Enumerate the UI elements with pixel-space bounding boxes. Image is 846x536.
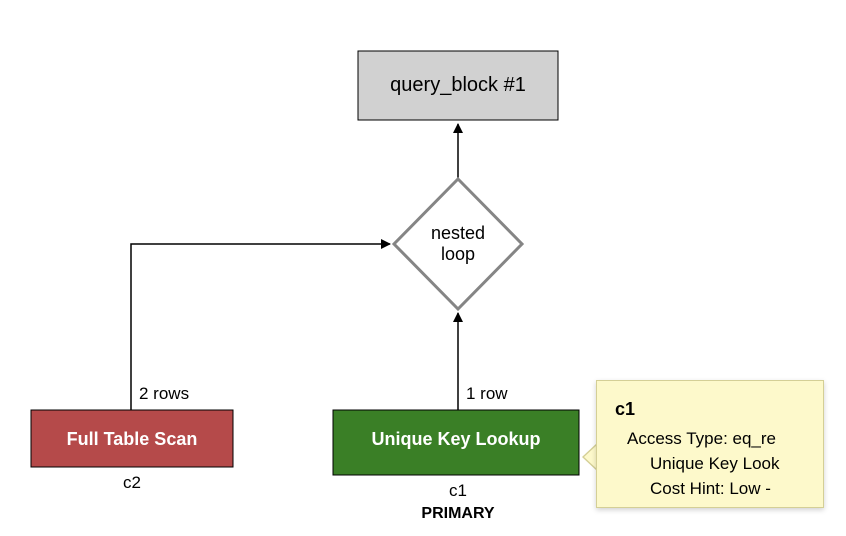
node-details-tooltip: c1 Access Type: eq_re Unique Key Look Co… xyxy=(596,380,824,508)
nested-loop-node[interactable]: nested loop xyxy=(391,176,525,312)
query-block-label: query_block #1 xyxy=(390,74,526,96)
nested-loop-label-line2: loop xyxy=(441,244,475,264)
tooltip-title: c1 xyxy=(615,399,636,419)
unique-key-lookup-key-name: PRIMARY xyxy=(421,505,495,522)
tooltip-key-info: Unique Key Look xyxy=(650,454,780,473)
lookup-to-loop-edge-label: 1 row xyxy=(466,384,508,403)
full-table-scan-table-name: c2 xyxy=(123,473,141,492)
tooltip-access-type: Access Type: eq_re xyxy=(627,429,776,448)
scan-to-loop-edge xyxy=(130,239,391,410)
scan-to-loop-edge-label: 2 rows xyxy=(139,384,189,403)
full-table-scan-node[interactable]: Full Table Scan xyxy=(30,409,234,468)
unique-key-lookup-label: Unique Key Lookup xyxy=(371,429,540,449)
unique-key-lookup-node[interactable]: Unique Key Lookup xyxy=(332,409,580,476)
nested-loop-label-line1: nested xyxy=(431,223,485,243)
unique-key-lookup-table-name: c1 xyxy=(449,481,467,500)
full-table-scan-label: Full Table Scan xyxy=(67,429,198,449)
query-block-node[interactable]: query_block #1 xyxy=(357,50,559,121)
tooltip-cost-hint: Cost Hint: Low - xyxy=(650,479,771,498)
tooltip-pointer-fill xyxy=(584,444,598,470)
